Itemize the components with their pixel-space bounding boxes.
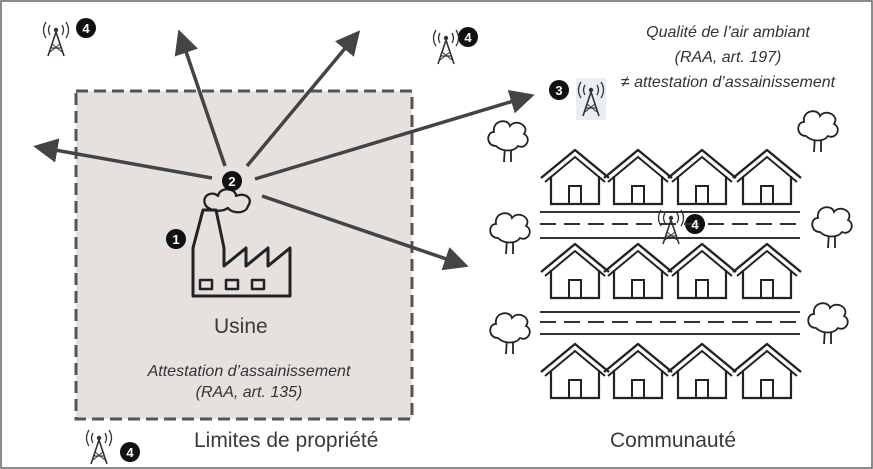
road (540, 211, 800, 239)
ambient-note-line-2: (RAA, art. 197) (674, 49, 782, 66)
marker-ambient-station-2 (458, 27, 478, 47)
factory-icon (191, 188, 292, 298)
marker-label: 3 (555, 83, 562, 98)
inside-note-line-1: Attestation d’assainissement (147, 363, 351, 380)
marker-label: 1 (172, 232, 179, 247)
marker-source (166, 229, 186, 249)
road (540, 311, 800, 335)
marker-label: 4 (464, 30, 472, 45)
antenna-tower-icon (576, 78, 606, 120)
marker-label: 2 (228, 174, 235, 189)
ambient-note-line-1: Qualité de l’air ambiant (646, 24, 810, 41)
community-label: Communauté (610, 429, 737, 452)
ambient-note-line-3: ≠ attestation d’assainissement (620, 74, 836, 91)
marker-ambient-station-1 (76, 18, 96, 38)
emission-arrows (33, 29, 535, 271)
inside-note: Attestation d’assainissement (RAA, art. … (112, 361, 386, 403)
marker-ambient-station-4 (120, 442, 140, 462)
marker-label: 4 (126, 445, 134, 460)
factory-label: Usine (214, 315, 268, 338)
inside-note-line-2: (RAA, art. 135) (195, 384, 303, 401)
property-limits-label: Limites de propriété (194, 429, 379, 452)
property-limits-area (74, 89, 414, 421)
marker-label: 4 (691, 217, 699, 232)
marker-fence-station (549, 80, 569, 100)
marker-label: 4 (82, 21, 90, 36)
ambient-note: Qualité de l’air ambiant (RAA, art. 197)… (590, 20, 866, 95)
marker-emission (222, 171, 242, 191)
